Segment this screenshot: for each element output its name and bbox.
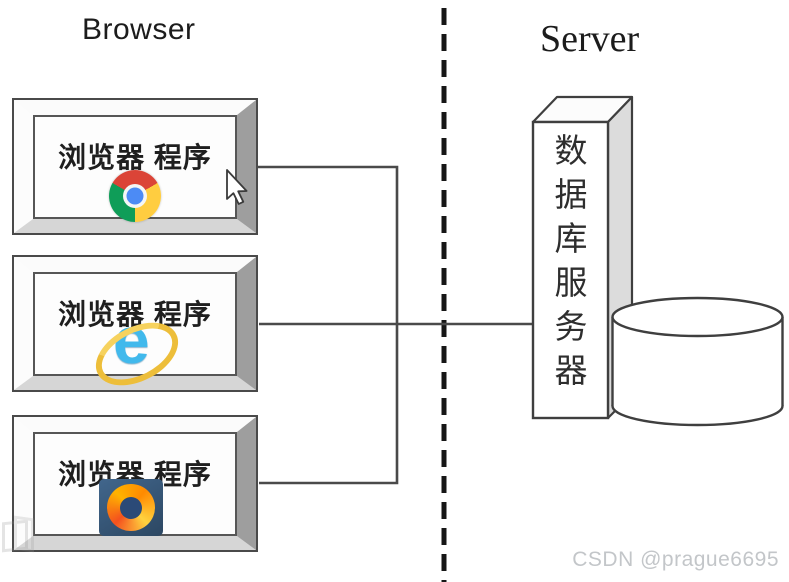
database-server-label-char: 器 xyxy=(554,352,588,389)
browser-box-firefox: 浏览器 程序 xyxy=(12,415,258,552)
csdn-watermark: CSDN @prague6695 xyxy=(572,548,779,571)
internet-explorer-icon: e xyxy=(85,307,189,399)
chrome-icon xyxy=(109,170,161,222)
browser-program-label: 浏览器 程序 xyxy=(58,299,212,330)
database-server-label-char: 据 xyxy=(554,176,588,213)
database-server-label: 数 据 库 服 务 器 xyxy=(535,129,607,393)
tower-front-face xyxy=(531,120,610,420)
database-server-label-char: 务 xyxy=(554,308,588,345)
database-server-label-char: 库 xyxy=(554,220,588,257)
server-section-title: Server xyxy=(540,18,640,60)
corner-watermark-stroke xyxy=(14,515,34,553)
browser-box-internet-explorer: 浏览器 程序 e xyxy=(12,255,258,399)
browser-program-label: 浏览器 程序 xyxy=(58,142,212,173)
monitor-screen xyxy=(33,272,237,376)
firefox-icon xyxy=(99,479,163,536)
database-server-tower xyxy=(531,95,634,420)
firefox-icon-core xyxy=(120,496,142,519)
database-cylinder-icon xyxy=(611,296,784,427)
monitor-frame-bevel xyxy=(14,257,256,390)
database-server-label-char: 数 xyxy=(554,132,588,169)
cylinder-top-ellipse xyxy=(611,296,784,338)
database-server-label-char: 服 xyxy=(554,264,588,301)
internet-explorer-e-glyph: e xyxy=(113,303,150,377)
browser-box-chrome: 浏览器 程序 xyxy=(12,98,258,235)
browser-section-title: Browser xyxy=(82,13,196,46)
corner-watermark-fragment xyxy=(0,515,34,553)
mouse-cursor xyxy=(226,169,248,205)
chrome-icon-core xyxy=(126,187,144,205)
